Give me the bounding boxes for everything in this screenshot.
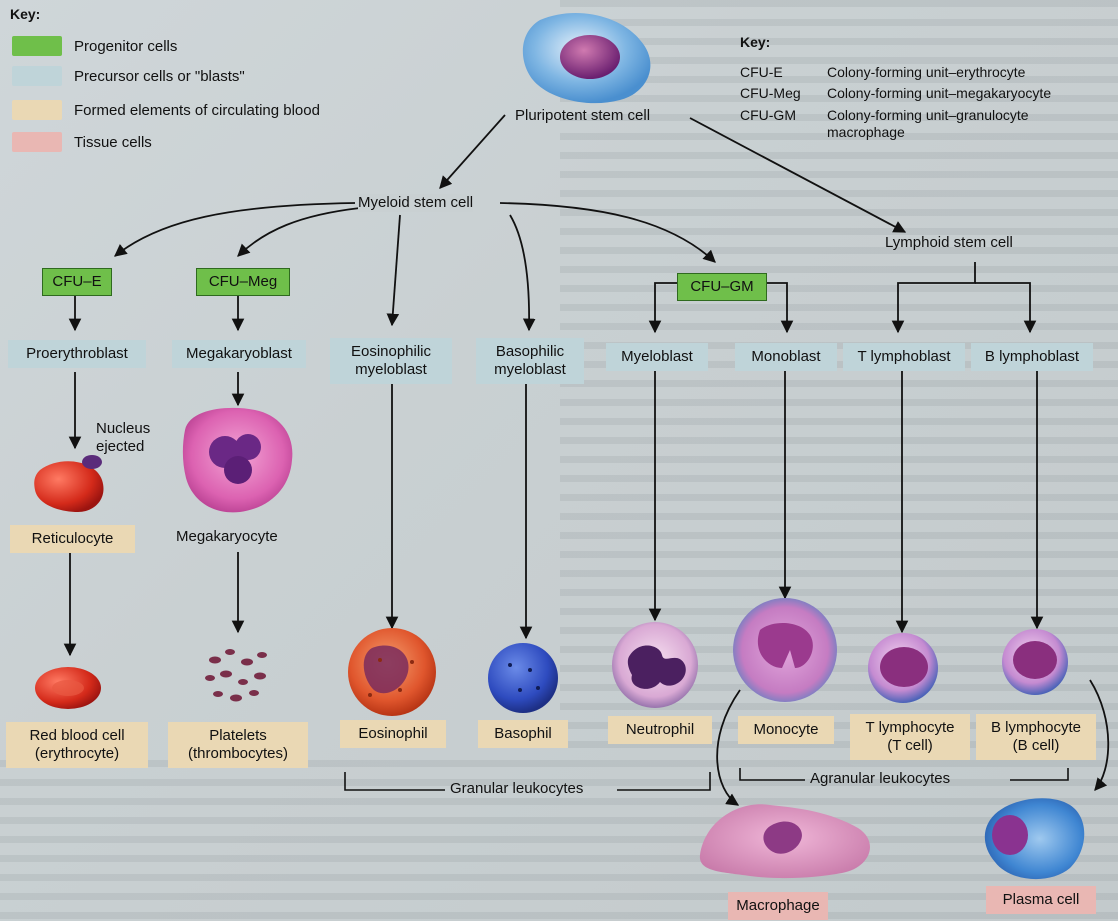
platelets-image xyxy=(205,649,267,702)
b-lymphocyte-image xyxy=(1002,629,1068,695)
platelets-box: Platelets (thrombocytes) xyxy=(168,722,308,768)
platelets-line2: (thrombocytes) xyxy=(176,745,300,763)
t-lymphocyte-image xyxy=(868,633,938,703)
basophil-image xyxy=(488,643,558,713)
key-swatch-precursor xyxy=(12,66,62,86)
basophilic-myeloblast-box: Basophilic myeloblast xyxy=(476,338,584,384)
b-lymphocyte-line1: B lymphocyte xyxy=(984,719,1088,737)
key-row-progenitor: Progenitor cells xyxy=(12,36,177,56)
nucleus-ejected-line1: Nucleus xyxy=(96,420,150,438)
cfu-gm-box: CFU–GM xyxy=(677,273,767,301)
myeloid-stem-cell-label: Myeloid stem cell xyxy=(358,194,473,212)
cfu-meg-box: CFU–Meg xyxy=(196,268,290,296)
eosinophilic-myeloblast-line2: myeloblast xyxy=(336,361,446,379)
key-abbr-cfue: CFU-E xyxy=(740,64,783,81)
myeloblast-box: Myeloblast xyxy=(606,343,708,371)
cfu-e-box: CFU–E xyxy=(42,268,112,296)
nucleus-ejected-label: Nucleus ejected xyxy=(96,420,150,456)
key-meaning-cfugm-line2: macrophage xyxy=(827,124,905,141)
key-label: Tissue cells xyxy=(74,134,152,151)
monoblast-box: Monoblast xyxy=(735,343,837,371)
rbc-box: Red blood cell (erythrocyte) xyxy=(6,722,148,768)
key-right-title: Key: xyxy=(740,34,770,50)
eosinophilic-myeloblast-line1: Eosinophilic xyxy=(336,343,446,361)
megakaryocyte-label: Megakaryocyte xyxy=(176,528,278,546)
basophilic-myeloblast-line1: Basophilic xyxy=(482,343,578,361)
rbc-line1: Red blood cell xyxy=(14,727,140,745)
red-blood-cell-image xyxy=(35,667,101,709)
reticulocyte-box: Reticulocyte xyxy=(10,525,135,553)
neutrophil-image xyxy=(612,622,698,708)
monocyte-box: Monocyte xyxy=(738,716,834,744)
granular-leukocytes-label: Granular leukocytes xyxy=(450,780,583,798)
key-swatch-progenitor xyxy=(12,36,62,56)
b-lymphocyte-box: B lymphocyte (B cell) xyxy=(976,714,1096,760)
key-label: Formed elements of circulating blood xyxy=(74,102,320,119)
basophilic-myeloblast-line2: myeloblast xyxy=(482,361,578,379)
pluripotent-stem-cell-label: Pluripotent stem cell xyxy=(515,107,650,125)
key-row-precursor: Precursor cells or "blasts" xyxy=(12,66,245,86)
platelets-line1: Platelets xyxy=(176,727,300,745)
key-swatch-tissue xyxy=(12,132,62,152)
key-swatch-formed xyxy=(12,100,62,120)
macrophage-image xyxy=(700,804,870,878)
macrophage-box: Macrophage xyxy=(728,892,828,920)
t-lymphocyte-line2: (T cell) xyxy=(858,737,962,755)
key-abbr-cfumeg: CFU-Meg xyxy=(740,85,801,102)
megakaryocyte-image xyxy=(183,408,293,512)
agranular-leukocytes-label: Agranular leukocytes xyxy=(810,770,950,788)
basophil-box: Basophil xyxy=(478,720,568,748)
nucleus-ejection-image xyxy=(34,455,103,512)
neutrophil-box: Neutrophil xyxy=(608,716,712,744)
monocyte-image xyxy=(733,598,837,702)
t-lymphocyte-line1: T lymphocyte xyxy=(858,719,962,737)
eosinophilic-myeloblast-box: Eosinophilic myeloblast xyxy=(330,338,452,384)
megakaryoblast-box: Megakaryoblast xyxy=(172,340,306,368)
nucleus-ejected-line2: ejected xyxy=(96,438,150,456)
plasma-cell-box: Plasma cell xyxy=(986,886,1096,914)
pluripotent-stem-cell-image xyxy=(523,13,651,103)
b-lymphoblast-box: B lymphoblast xyxy=(971,343,1093,371)
rbc-line2: (erythrocyte) xyxy=(14,745,140,763)
proerythroblast-box: Proerythroblast xyxy=(8,340,146,368)
key-meaning-cfugm: Colony-forming unit–granulocyte xyxy=(827,107,1029,124)
key-meaning-cfumeg: Colony-forming unit–megakaryocyte xyxy=(827,85,1051,102)
key-left-title: Key: xyxy=(10,6,40,22)
eosinophil-box: Eosinophil xyxy=(340,720,446,748)
key-row-formed: Formed elements of circulating blood xyxy=(12,100,320,120)
key-meaning-cfue: Colony-forming unit–erythrocyte xyxy=(827,64,1025,81)
key-label: Progenitor cells xyxy=(74,38,177,55)
t-lymphocyte-box: T lymphocyte (T cell) xyxy=(850,714,970,760)
key-row-tissue: Tissue cells xyxy=(12,132,152,152)
key-abbr-cfugm: CFU-GM xyxy=(740,107,796,124)
key-label: Precursor cells or "blasts" xyxy=(74,68,245,85)
lymphoid-stem-cell-label: Lymphoid stem cell xyxy=(885,234,1013,252)
plasma-cell-image xyxy=(985,798,1084,879)
b-lymphocyte-line2: (B cell) xyxy=(984,737,1088,755)
eosinophil-image xyxy=(348,628,436,716)
t-lymphoblast-box: T lymphoblast xyxy=(843,343,965,371)
